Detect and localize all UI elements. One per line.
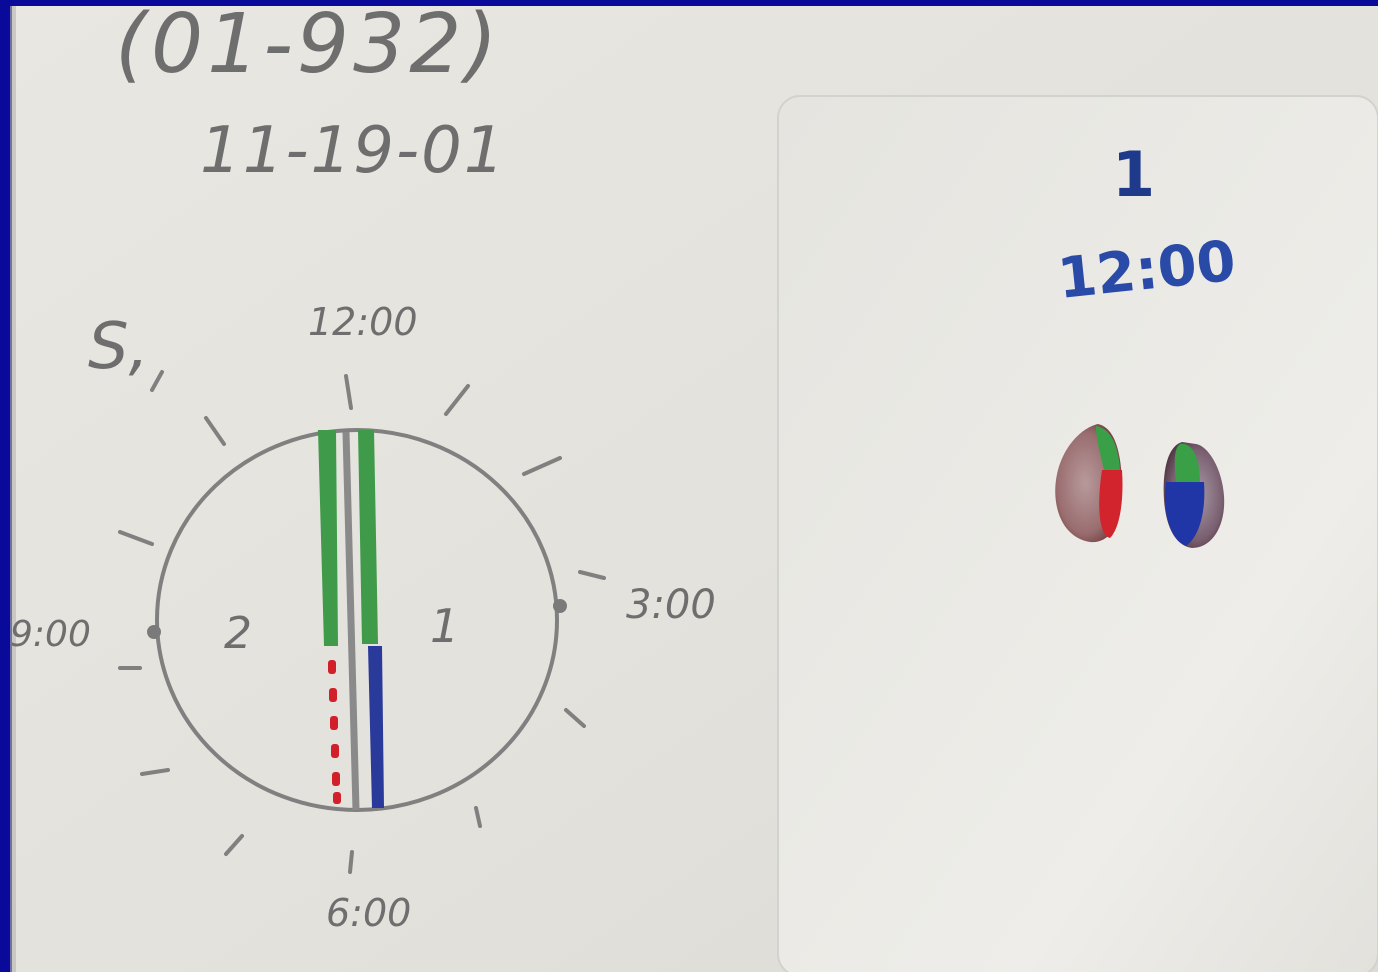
clock-circle xyxy=(155,428,559,812)
paper-edge-shadow xyxy=(10,6,16,972)
tissue-left-green xyxy=(1096,426,1120,470)
red-dash xyxy=(332,772,340,786)
tick-7 xyxy=(224,834,244,856)
red-dash xyxy=(329,688,337,702)
card-label: 1 xyxy=(1112,138,1155,211)
marker-dot-3 xyxy=(553,599,567,613)
slice-label: S, xyxy=(88,310,149,384)
red-dash xyxy=(328,660,336,674)
tick-6 xyxy=(348,850,354,874)
tick-10 xyxy=(118,530,154,546)
green-ink-margin xyxy=(318,430,378,646)
tick-8 xyxy=(140,768,170,776)
tissue-right-blue xyxy=(1164,482,1205,546)
red-dash xyxy=(330,716,338,730)
red-ink-margin xyxy=(328,660,341,804)
specimen-date: 11-19-01 xyxy=(200,114,507,188)
clock-label-3: 3:00 xyxy=(626,582,716,628)
clock-label-9: 9:00 xyxy=(10,614,91,655)
tick-s xyxy=(150,370,164,392)
red-dash xyxy=(333,792,341,804)
tick-3 xyxy=(578,570,606,580)
tick-4 xyxy=(564,708,586,728)
tick-2 xyxy=(522,456,562,476)
bisect-line xyxy=(342,431,360,811)
clock-label-6: 6:00 xyxy=(326,891,411,935)
red-dash xyxy=(331,744,339,758)
marker-dot-9 xyxy=(147,625,161,639)
tick-12 xyxy=(344,374,353,410)
tick-5 xyxy=(474,806,482,828)
blue-ink-margin xyxy=(368,646,384,808)
tissue-piece-left xyxy=(1055,424,1123,543)
tick-1 xyxy=(444,384,470,416)
region-label-1: 1 xyxy=(430,599,459,653)
tick-11 xyxy=(204,416,226,446)
tissue-piece-right xyxy=(1163,442,1225,548)
clock-ticks xyxy=(118,370,606,874)
specimen-id: (01-932) xyxy=(115,0,501,92)
tissue-left-red xyxy=(1099,470,1123,538)
clock-label-12: 12:00 xyxy=(308,300,418,344)
tissue-right-green xyxy=(1174,443,1200,482)
region-label-2: 2 xyxy=(224,608,252,659)
